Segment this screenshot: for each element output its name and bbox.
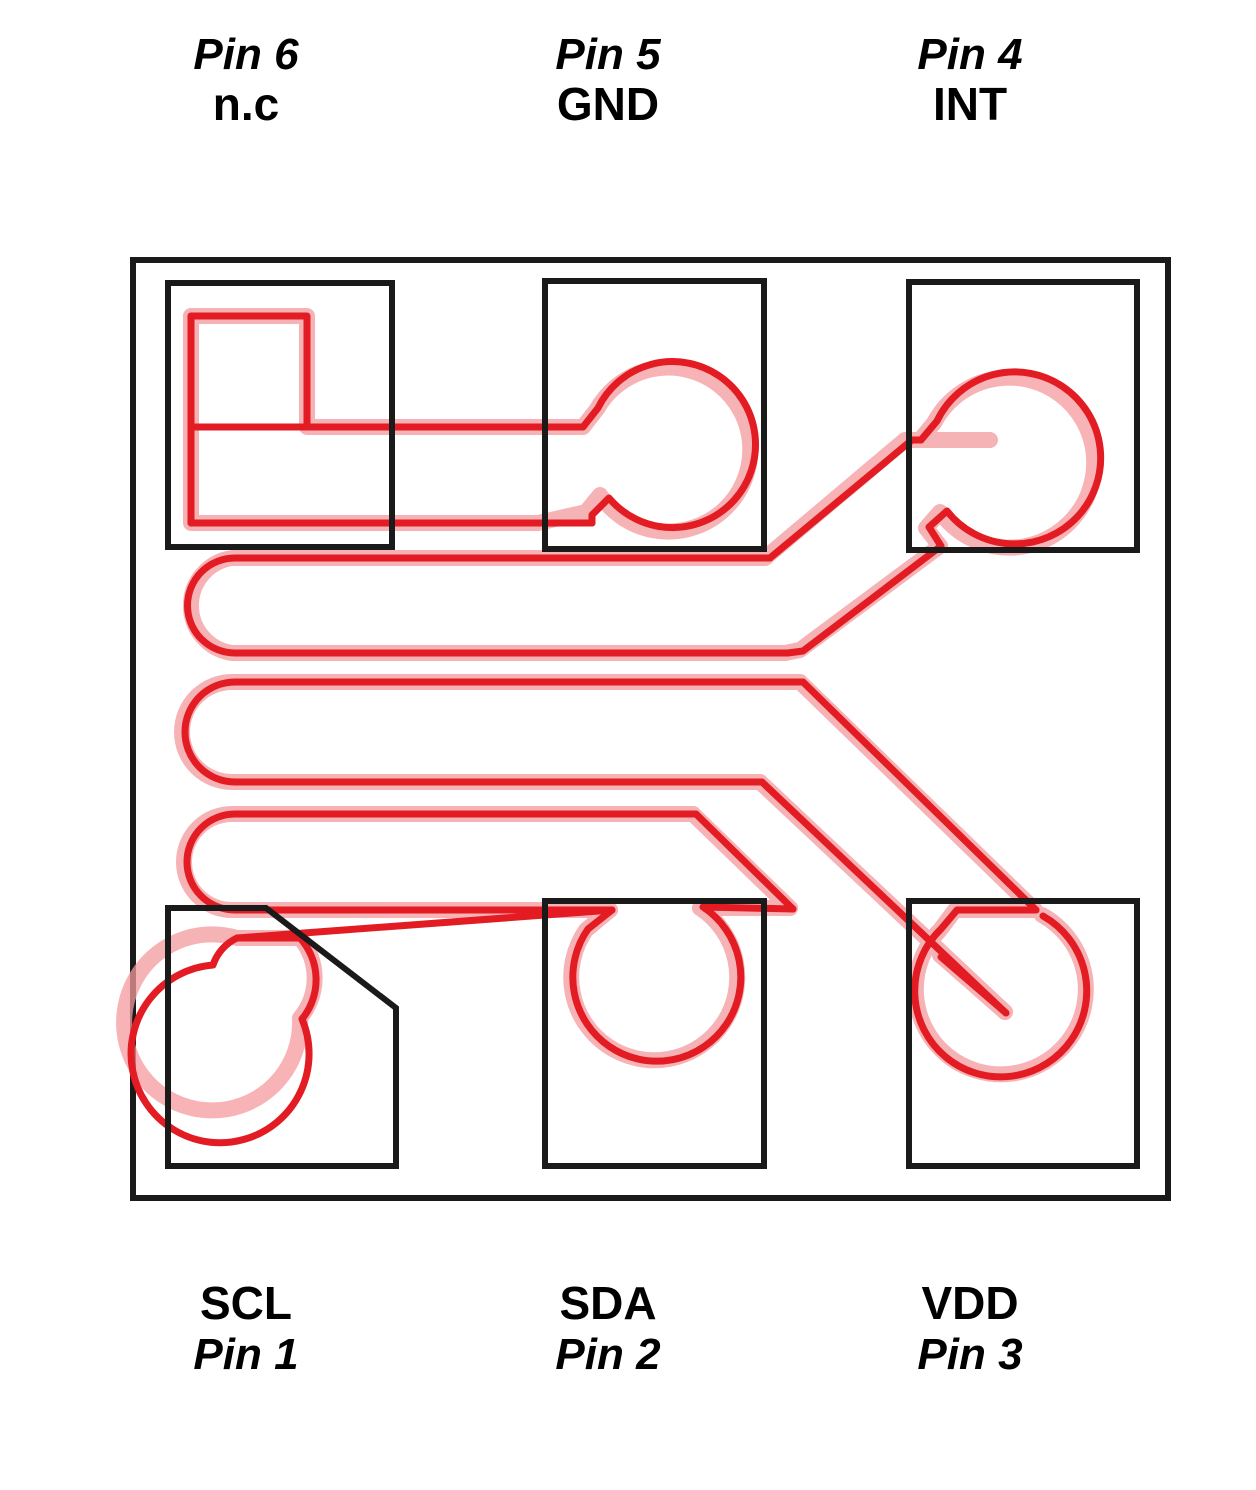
pin-label-group-pin5: Pin 5 GND [555,30,661,131]
pin1-number-label: Pin 1 [193,1329,299,1379]
pad-outline-boxes [165,278,1140,1169]
pad-box-pin4 [906,279,1140,553]
pin6-signal-label: n.c [212,78,280,131]
trace-diagonal-to-pin2 [692,810,797,913]
pin5-signal-label: GND [556,78,660,131]
package-outline [130,257,1171,1201]
pin4-number-label: Pin 4 [917,30,1023,79]
top-pin-label-row: Pin 6 n.c Pin 5 GND Pin 4 INT [0,30,1256,131]
trace-diagonal-to-pin4-lower [784,542,945,657]
pad-box-pin5 [542,278,767,552]
pin2-signal-label: SDA [559,1277,657,1329]
pin-label-group-pin6: Pin 6 n.c [193,30,299,131]
pin1-signal-label: SCL [200,1277,292,1329]
trace-pin4-teardrop [917,368,1105,550]
pin2-number-label: Pin 2 [555,1329,661,1379]
trace-hairpin-3 [183,810,700,914]
pin-label-group-pin4: Pin 4 INT [917,30,1023,131]
bottom-pin-label-row: SCL Pin 1 SDA Pin 2 VDD Pin 3 [0,1277,1256,1379]
pad-box-pin2 [542,898,767,1169]
trace-hairpin-1 [184,554,792,657]
pin5-number-label: Pin 5 [555,30,661,79]
pin3-signal-label: VDD [921,1277,1019,1329]
pin6-number-label: Pin 6 [193,30,299,79]
trace-hairpin-2 [181,678,807,786]
trace-pin6-pad [187,312,311,431]
trace-diagonal-to-pin3-upper [799,678,1040,914]
pin4-signal-label: INT [932,78,1008,131]
pad-box-pin1-chamfered [165,905,399,1169]
trace-pin2-teardrop [569,903,797,1065]
copper-trace-halo [116,308,1103,1119]
trace-diagonal-to-pin4-upper [766,436,925,562]
pin-label-group-pin3: VDD Pin 3 [917,1277,1023,1379]
pin-label-group-pin1: SCL Pin 1 [193,1277,299,1379]
pad-box-pin6 [165,280,395,550]
trace-pin3-teardrop [911,906,1091,1081]
pin3-number-label: Pin 3 [917,1329,1023,1379]
pin-label-group-pin2: SDA Pin 2 [555,1277,661,1379]
pad-box-pin3 [906,898,1140,1169]
trace-pin5-teardrop [579,358,760,532]
trace-pin3-entry-lower [937,953,1010,1017]
trace-pin1-pad [127,934,320,1147]
